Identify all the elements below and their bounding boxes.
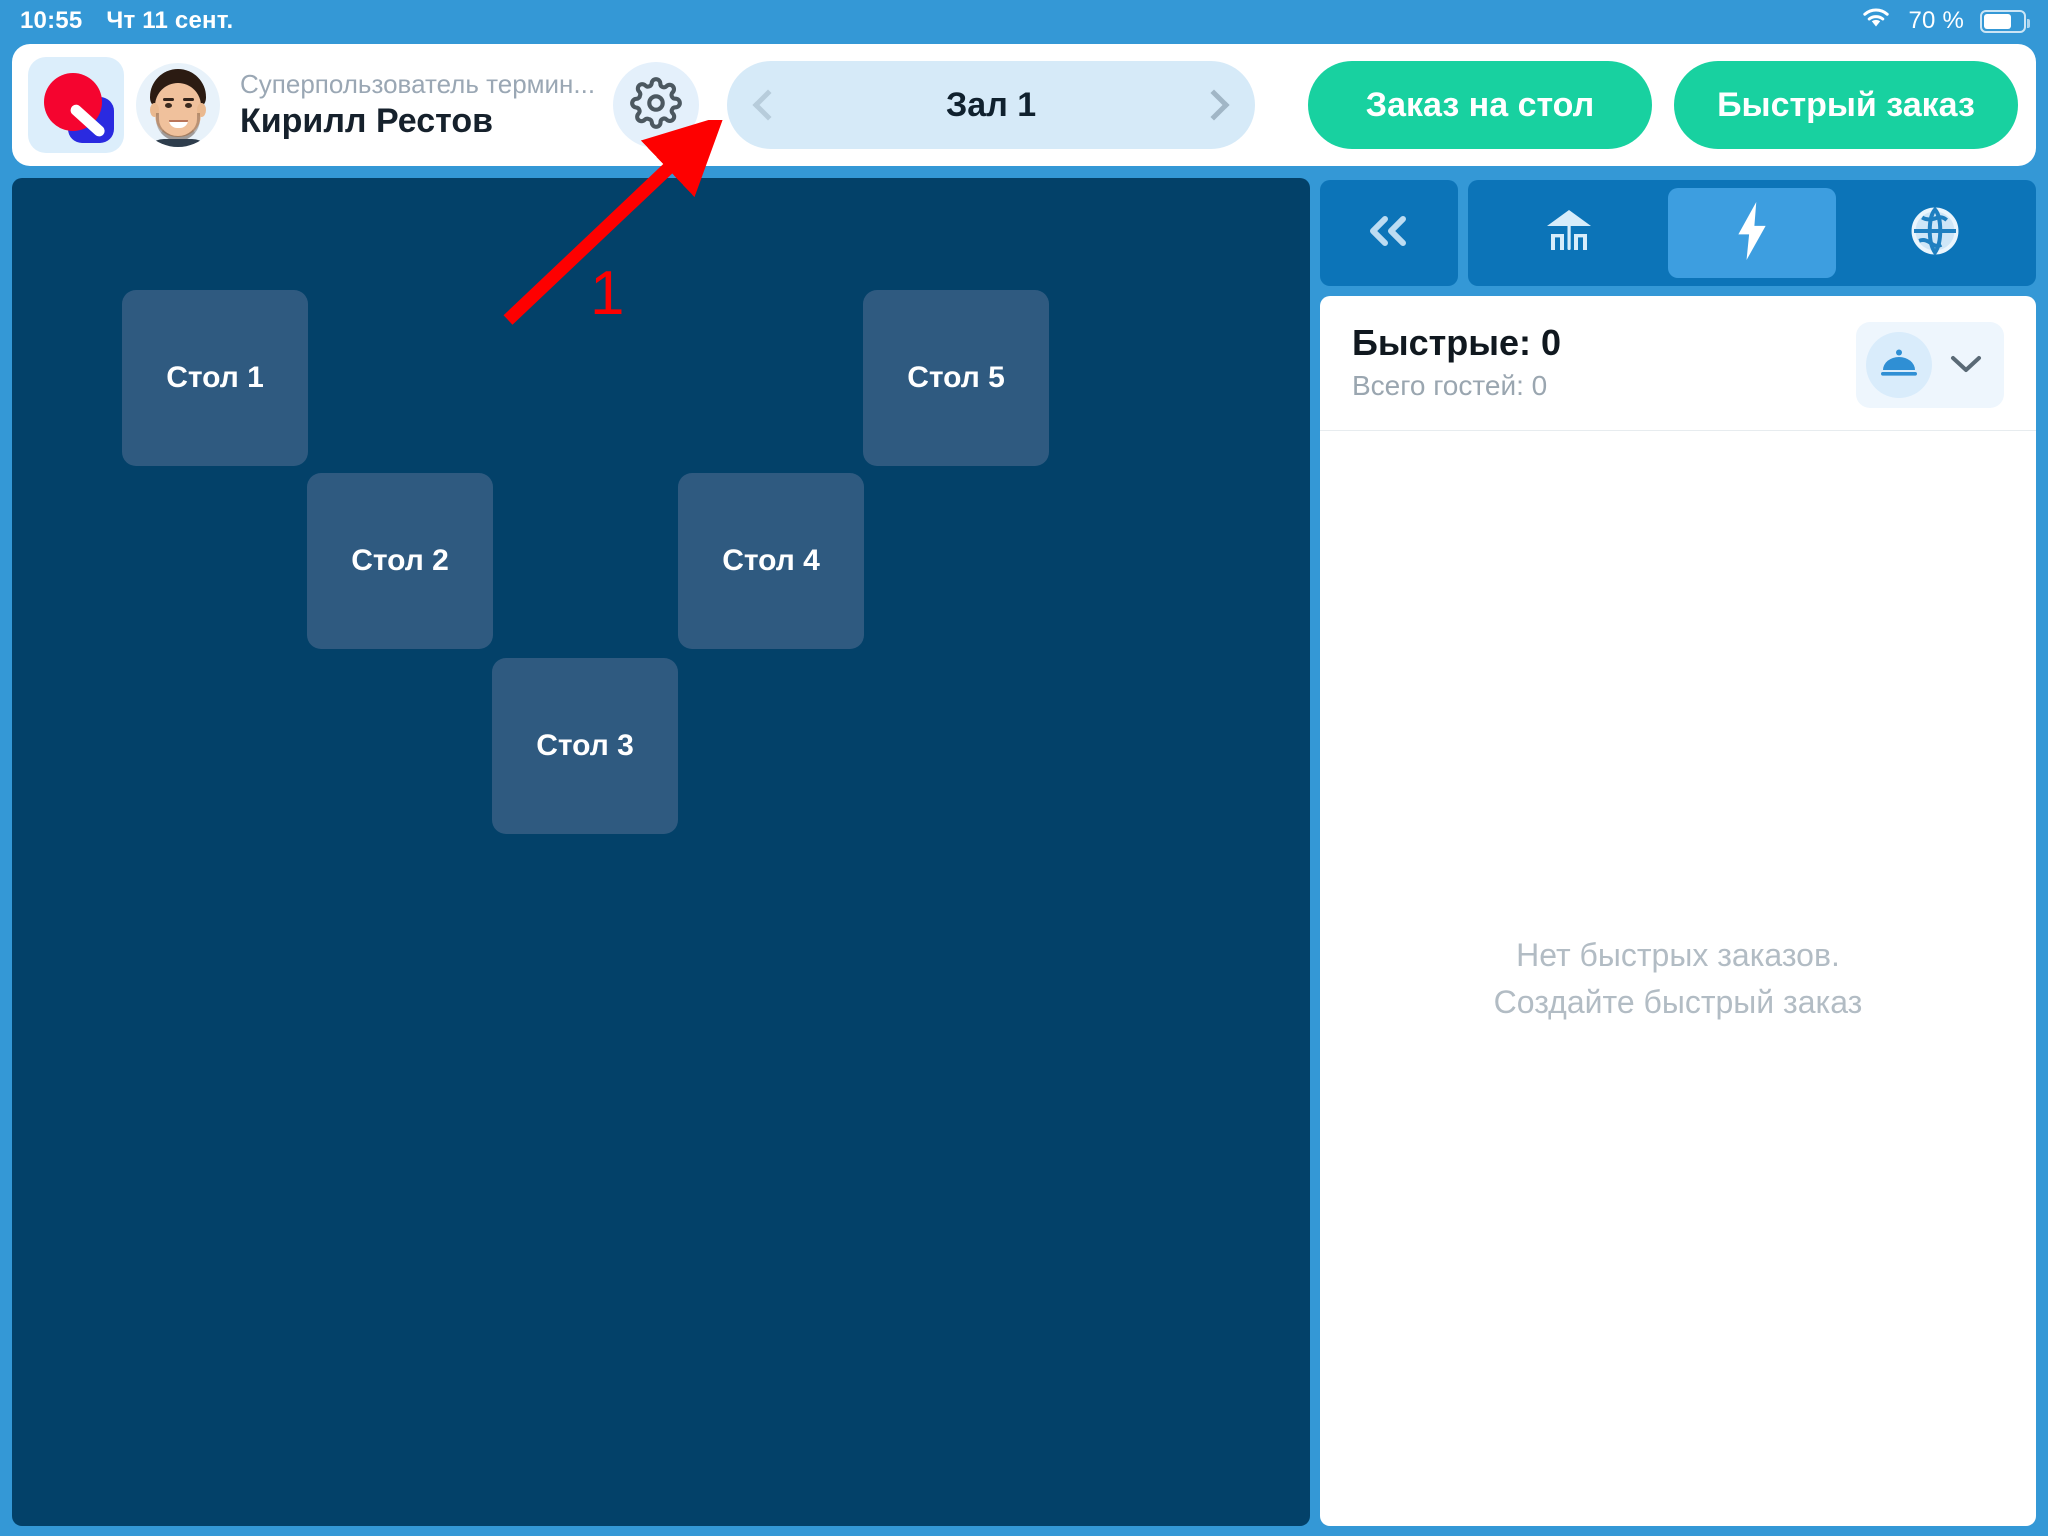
gear-icon — [630, 76, 682, 134]
user-info: Суперпользователь термин... Кирилл Ресто… — [240, 68, 595, 143]
right-panel: Быстрые: 0 Всего гостей: 0 — [1320, 180, 2036, 1526]
table-node[interactable]: Стол 4 — [678, 473, 864, 649]
user-role: Суперпользователь термин... — [240, 68, 596, 99]
user-name: Кирилл Рестов — [240, 102, 494, 140]
table-order-button[interactable]: Заказ на стол — [1308, 61, 1652, 149]
floor-plan[interactable]: Стол 1 Стол 2 Стол 3 Стол 4 Стол 5 — [12, 178, 1310, 1526]
battery-icon — [1980, 9, 2030, 33]
status-indicators: 70 % — [1860, 6, 2030, 37]
status-bar: 10:55 Чт 11 сент. 70 % — [0, 0, 2048, 42]
quick-orders-panel: Быстрые: 0 Всего гостей: 0 — [1320, 296, 2036, 1526]
panel-body: Нет быстрых заказов. Создайте быстрый за… — [1320, 431, 2036, 1526]
status-time: 10:55 — [20, 7, 83, 34]
tab-delivery[interactable] — [1851, 188, 2019, 278]
tab-quick-orders[interactable] — [1667, 188, 1836, 278]
chevron-down-icon[interactable] — [1946, 350, 1986, 381]
empty-state-text: Нет быстрых заказов. Создайте быстрый за… — [1493, 937, 1863, 1020]
table-label: Стол 4 — [722, 544, 820, 577]
annotation-step-number: 1 — [590, 259, 625, 328]
panel-counts: Быстрые: 0 Всего гостей: 0 — [1352, 322, 1561, 402]
table-node[interactable]: Стол 2 — [307, 473, 493, 649]
status-date: Чт 11 сент. — [106, 7, 234, 34]
table-label: Стол 3 — [536, 729, 634, 762]
panel-mode-tabs — [1468, 180, 2036, 286]
table-node[interactable]: Стол 3 — [492, 658, 678, 834]
serve-button[interactable] — [1866, 332, 1932, 398]
table-label: Стол 1 — [166, 361, 264, 394]
wifi-icon — [1860, 6, 1892, 37]
table-node[interactable]: Стол 5 — [863, 290, 1049, 466]
avatar[interactable] — [136, 63, 220, 147]
table-node[interactable]: Стол 1 — [122, 290, 308, 466]
zone-selector[interactable]: Зал 1 — [727, 61, 1256, 149]
app-logo-icon — [28, 57, 124, 153]
zone-label: Зал 1 — [945, 85, 1037, 124]
quick-count-label: Быстрые: 0 — [1352, 322, 1562, 363]
chevron-left-icon[interactable] — [752, 89, 784, 121]
app-header: Суперпользователь термин... Кирилл Ресто… — [12, 44, 2036, 166]
terrace-umbrella-icon — [1541, 204, 1597, 263]
double-chevron-left-icon — [1361, 211, 1417, 256]
quick-order-button[interactable]: Быстрый заказ — [1674, 61, 2018, 149]
globe-icon — [1907, 203, 1963, 264]
panel-header: Быстрые: 0 Всего гостей: 0 — [1320, 296, 2036, 431]
guests-count-label: Всего гостей: 0 — [1352, 370, 1548, 401]
settings-button[interactable] — [613, 62, 700, 148]
tab-terrace[interactable] — [1485, 188, 1653, 278]
panel-header-actions — [1856, 322, 2004, 408]
lightning-bolt-icon — [1731, 201, 1773, 265]
table-label: Стол 2 — [351, 544, 449, 577]
battery-percent: 70 % — [1908, 7, 1964, 34]
collapse-panel-button[interactable] — [1320, 180, 1458, 286]
serving-dome-icon — [1879, 346, 1919, 385]
panel-toolbar — [1320, 180, 2036, 286]
table-label: Стол 5 — [907, 361, 1005, 394]
chevron-right-icon[interactable] — [1198, 89, 1230, 121]
header-actions: Заказ на стол Быстрый заказ — [1308, 61, 2018, 149]
